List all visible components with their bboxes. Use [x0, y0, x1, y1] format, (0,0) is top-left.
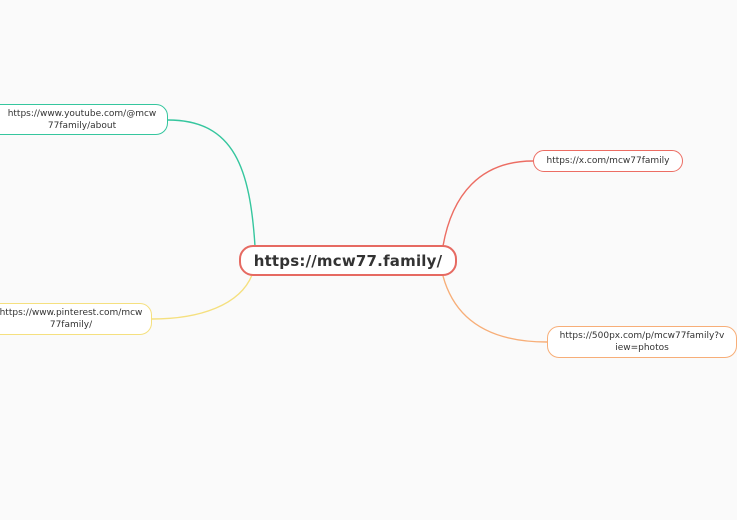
topic-label-x: https://x.com/mcw77family	[546, 156, 670, 166]
connector-500px	[442, 275, 548, 343]
topic-node-500px[interactable]: https://500px.com/p/mcw77family?view=pho…	[547, 326, 737, 358]
connector-pinterest	[151, 274, 253, 320]
topic-node-youtube[interactable]: https://www.youtube.com/@mcw77family/abo…	[0, 104, 168, 135]
connector-youtube	[167, 119, 256, 247]
mind-map-canvas: https://mcw77.family/ https://www.youtub…	[0, 104, 737, 358]
connector-layer	[151, 119, 548, 343]
topic-node-pinterest[interactable]: https://www.pinterest.com/mcw77family/	[0, 303, 152, 335]
topic-label-youtube: https://www.youtube.com/@mcw77family/abo…	[7, 108, 157, 131]
central-topic-label: https://mcw77.family/	[253, 251, 443, 270]
topic-label-pinterest: https://www.pinterest.com/mcw77family/	[0, 308, 143, 330]
connector-x	[442, 160, 534, 247]
central-topic-node[interactable]: https://mcw77.family/	[239, 245, 457, 276]
topic-label-500px: https://500px.com/p/mcw77family?view=pho…	[559, 331, 725, 353]
topic-node-x[interactable]: https://x.com/mcw77family	[533, 150, 683, 172]
